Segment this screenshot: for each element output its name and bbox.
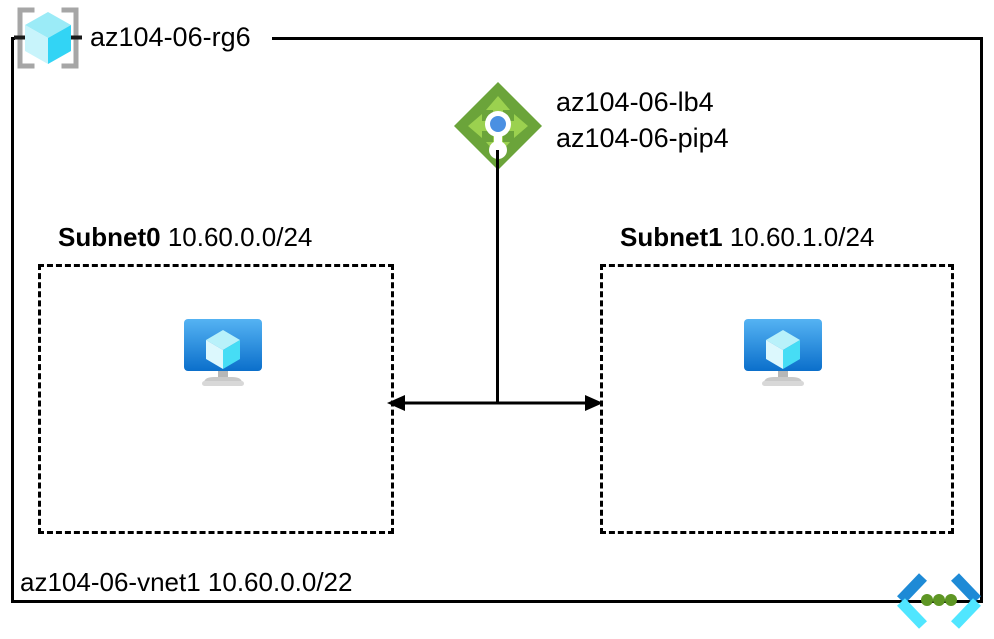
vm0-virtual-machine-icon <box>180 313 266 395</box>
resource-group-border-left <box>11 37 14 603</box>
subnet0-name: Subnet0 <box>58 222 161 252</box>
load-balancer-connector-line <box>496 150 499 403</box>
subnet1-cidr: 10.60.1.0/24 <box>729 222 875 252</box>
resource-group-cube-icon <box>14 6 82 70</box>
subnet-to-subnet-connector <box>385 386 605 420</box>
resource-group-label: az104-06-rg6 <box>90 22 251 52</box>
virtual-network-icon <box>893 573 985 631</box>
public-ip-name: az104-06-pip4 <box>556 123 729 153</box>
resource-group-border-top-right <box>272 37 983 40</box>
subnet0-box: az104-06-vm0 10.60.0.4 <box>38 264 394 534</box>
resource-group-border-right <box>980 37 983 603</box>
vm1-virtual-machine-icon <box>740 313 826 395</box>
load-balancer-icon <box>450 78 546 174</box>
subnet0-title: Subnet0 10.60.0.0/24 <box>58 221 312 253</box>
vnet-label: az104-06-vnet1 10.60.0.0/22 <box>20 567 353 597</box>
load-balancer-labels: az104-06-lb4 az104-06-pip4 <box>556 84 729 156</box>
subnet1-title: Subnet1 10.60.1.0/24 <box>620 221 874 253</box>
subnet1-name: Subnet1 <box>620 222 723 252</box>
load-balancer-name: az104-06-lb4 <box>556 87 714 117</box>
subnet0-cidr: 10.60.0.0/24 <box>167 222 313 252</box>
resource-group-border-bottom <box>11 600 983 603</box>
subnet1-box: az104-06-vm1 10.60.1.4 <box>600 264 954 534</box>
